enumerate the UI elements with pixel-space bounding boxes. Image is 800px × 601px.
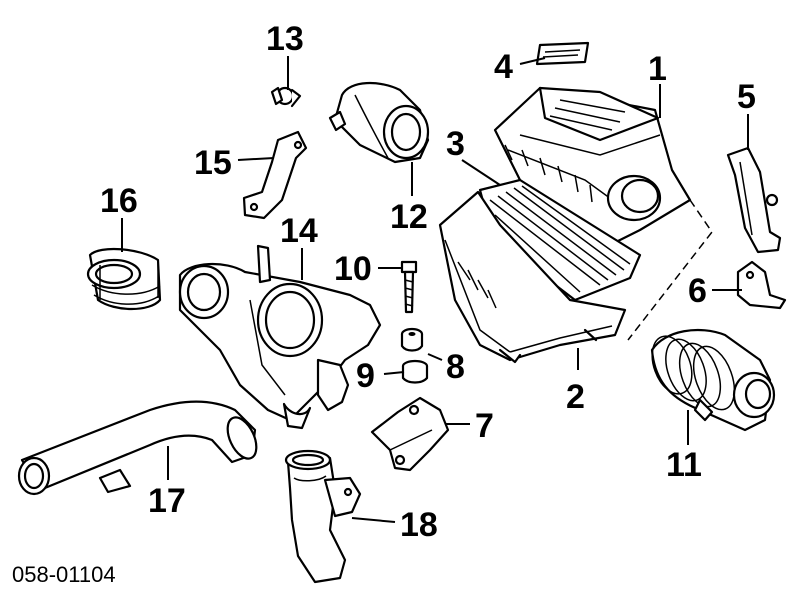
callout-numbers: 1 2 3 4 5 6 7 8 9 10 11 12 13 14 15 16 1…	[100, 20, 756, 544]
callout-12: 12	[390, 198, 428, 236]
callout-17: 17	[148, 482, 186, 520]
part-1-upper-housing	[493, 86, 692, 247]
leader-14-15	[237, 157, 275, 161]
callout-13: 13	[266, 20, 304, 58]
callout-1: 1	[648, 50, 667, 88]
part-15-bracket	[242, 130, 308, 220]
callout-18: 18	[400, 506, 438, 544]
part-18-elbow-tube	[284, 449, 362, 584]
part-2-lower-housing	[438, 190, 627, 364]
callout-7: 7	[475, 407, 494, 445]
callout-4: 4	[494, 48, 513, 86]
part-4-label-sticker	[535, 41, 590, 66]
callout-2: 2	[566, 378, 585, 416]
callout-8: 8	[446, 348, 465, 386]
diagram-part-code: 058-01104	[12, 562, 116, 587]
part-9-mount-rubber	[401, 359, 429, 384]
part-14-intake-chamber	[178, 244, 382, 430]
leader-8	[427, 353, 443, 361]
callout-11: 11	[666, 446, 702, 484]
part-8-grommet	[400, 327, 424, 352]
leader-lines	[121, 56, 749, 523]
callout-16: 16	[100, 182, 138, 220]
part-5-bracket	[726, 146, 782, 254]
part-6-clip-bracket	[736, 260, 787, 310]
callout-14: 14	[280, 212, 318, 250]
assembly-guide-lines	[627, 199, 713, 341]
leader-3	[461, 159, 501, 186]
leader-9	[383, 371, 405, 375]
part-10-bolt	[400, 260, 418, 314]
callout-9: 9	[356, 357, 375, 395]
part-17-intake-pipe	[17, 400, 258, 496]
part-11-intake-duct	[650, 328, 776, 432]
callout-6: 6	[688, 272, 707, 310]
part-7-mount-bracket	[370, 396, 450, 472]
part-12-connector-tube	[328, 81, 430, 164]
leader-4	[519, 57, 546, 65]
part-13-clip-nut	[270, 86, 302, 108]
part-16-bellows-boot	[86, 247, 162, 310]
callout-10: 10	[334, 250, 372, 288]
callout-15: 15	[194, 144, 232, 182]
callout-5: 5	[737, 78, 756, 116]
leader-18	[351, 517, 396, 523]
callout-3: 3	[446, 125, 465, 163]
